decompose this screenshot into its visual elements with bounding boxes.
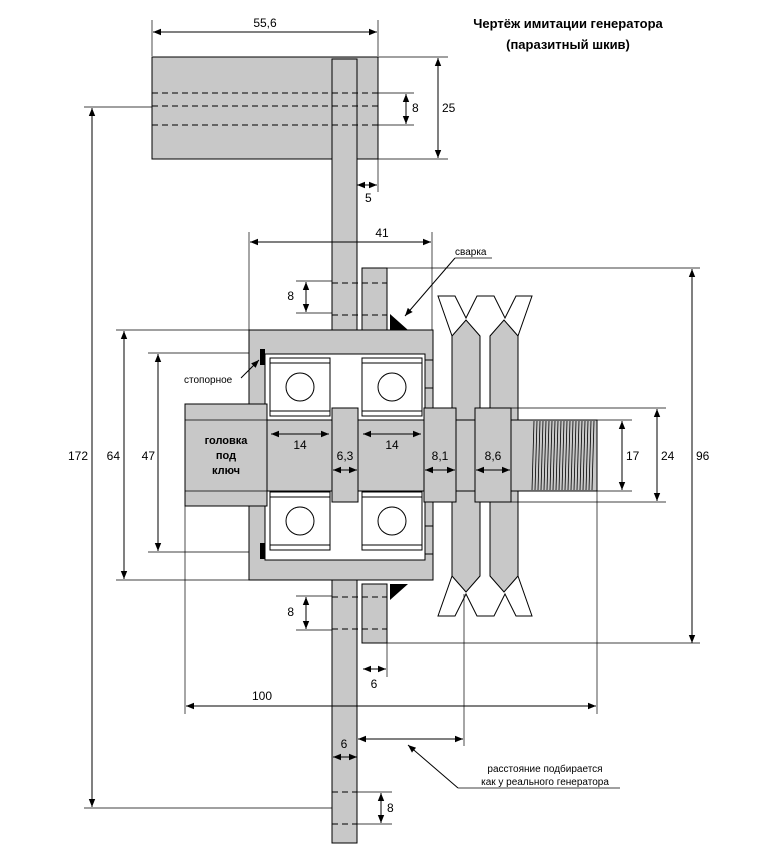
thread-line: [573, 420, 577, 491]
dim-ring-1: 8,1: [432, 449, 449, 463]
label-head-3: ключ: [212, 465, 240, 477]
thread-line: [552, 420, 556, 491]
bearing-left-top: [269, 357, 331, 417]
dim-spacer: 6,3: [337, 449, 354, 463]
label-note-2: как у реального генератора: [481, 777, 609, 788]
dim-pulley-height: 96: [696, 449, 710, 463]
thread-line: [579, 420, 583, 491]
thread-line: [543, 420, 547, 491]
weld-lower-mark: [390, 584, 408, 600]
stopper-ring-bottom: [260, 543, 265, 559]
dim-ring-2: 8,6: [485, 449, 502, 463]
dim-bearing-right: 14: [385, 438, 399, 452]
dim-top-height: 25: [442, 101, 456, 115]
upper-weld-plate: [361, 267, 388, 331]
bearing-right-top: [361, 357, 423, 417]
lower-weld-plate: [361, 583, 388, 644]
shaft: [184, 403, 598, 507]
thread-line: [570, 420, 574, 491]
thread-line: [567, 420, 571, 491]
thread-line: [549, 420, 553, 491]
thread-line: [564, 420, 568, 491]
dim-top-width: 55,6: [253, 16, 277, 30]
dim-lower-offset: 6: [371, 677, 378, 691]
weld-upper-mark: [390, 314, 408, 330]
ring-2: [474, 407, 512, 503]
bearing-left-bottom: [269, 491, 331, 551]
top-mount-block: [151, 56, 379, 844]
stopper-ring-top: [260, 349, 265, 365]
dim-span-41: 41: [375, 226, 389, 240]
label-stopper: стопорное: [184, 375, 233, 386]
dim-upper-hole: 8: [287, 289, 294, 303]
bearing-right-bottom: [361, 491, 423, 551]
thread-line: [558, 420, 562, 491]
dim-bottom-hole: 8: [387, 801, 394, 815]
ring-1: [423, 407, 457, 503]
thread-line: [588, 420, 592, 491]
label-note-1: расстояние подбирается: [487, 763, 602, 775]
dim-bearing-left: 14: [293, 438, 307, 452]
dim-top-hole: 8: [412, 101, 419, 115]
thread-line: [537, 420, 541, 491]
thread-line: [585, 420, 589, 491]
dim-housing-height: 64: [107, 449, 121, 463]
thread-line: [546, 420, 550, 491]
dim-top-offset: 5: [365, 191, 372, 205]
dim-total-height: 172: [68, 449, 88, 463]
title-line-2: (паразитный шкив): [506, 37, 630, 52]
thread-line: [555, 420, 559, 491]
shaft-thread: [531, 420, 595, 491]
thread-line: [534, 420, 538, 491]
dim-bearing-height: 47: [142, 449, 156, 463]
spacer: [331, 407, 359, 503]
dim-shaft: 17: [626, 449, 640, 463]
thread-line: [531, 420, 535, 491]
label-head-1: головка: [205, 435, 249, 447]
thread-line: [576, 420, 580, 491]
thread-line: [591, 420, 595, 491]
thread-line: [561, 420, 565, 491]
dim-bottom-offset: 6: [341, 737, 348, 751]
dim-lower-hole: 8: [287, 605, 294, 619]
label-weld: сварка: [455, 247, 487, 258]
thread-line: [582, 420, 586, 491]
dim-shaft-outer: 24: [661, 449, 675, 463]
title-line-1: Чертёж имитации генератора: [473, 16, 663, 31]
thread-line: [540, 420, 544, 491]
label-head-2: под: [216, 450, 236, 462]
dim-overall-length: 100: [252, 689, 272, 703]
